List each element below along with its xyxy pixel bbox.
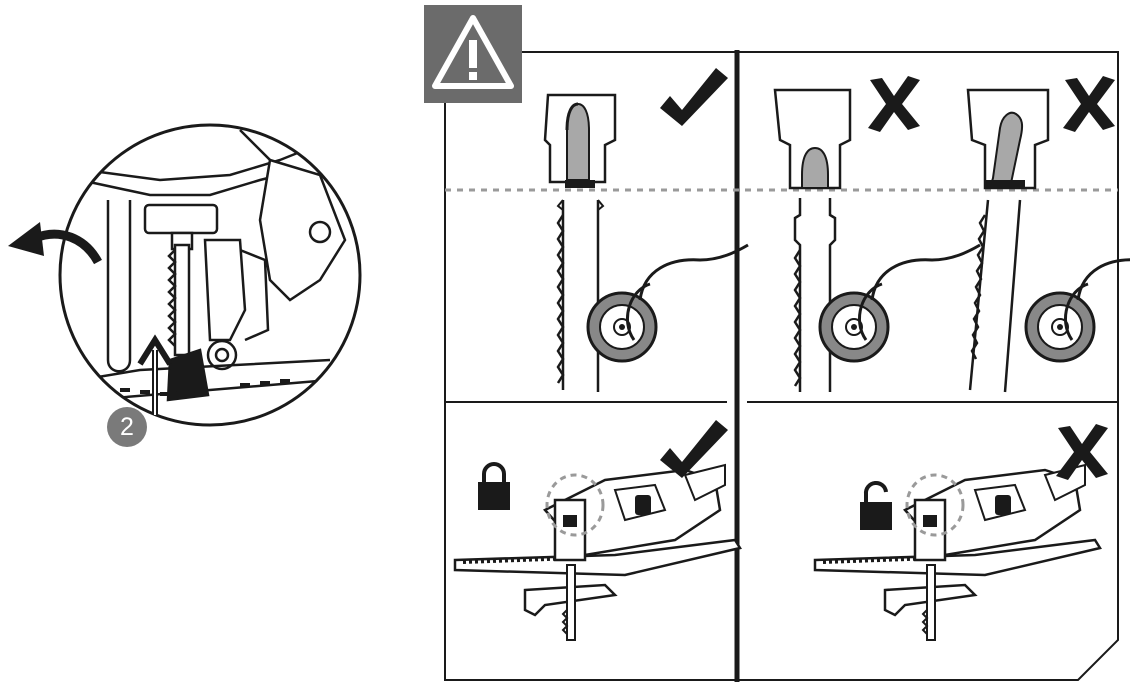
cross-icon <box>868 76 920 132</box>
padlock-closed-icon <box>476 462 512 512</box>
blade-insert-detail <box>58 123 362 427</box>
panel-blade-correct <box>543 68 750 392</box>
padlock-open-icon <box>858 480 894 532</box>
comparison-frame <box>444 50 1119 682</box>
checkmark-icon <box>660 68 728 126</box>
step-number-badge: 2 <box>107 407 147 447</box>
warning-triangle-icon <box>424 5 522 103</box>
cross-icon <box>1063 76 1115 132</box>
panel-unlocked-incorrect <box>813 424 1108 642</box>
panel-locked-correct <box>453 420 742 642</box>
panel-blade-too-short <box>773 76 982 392</box>
rotate-arrow-icon <box>8 222 102 265</box>
panel-blade-misaligned <box>966 76 1130 393</box>
